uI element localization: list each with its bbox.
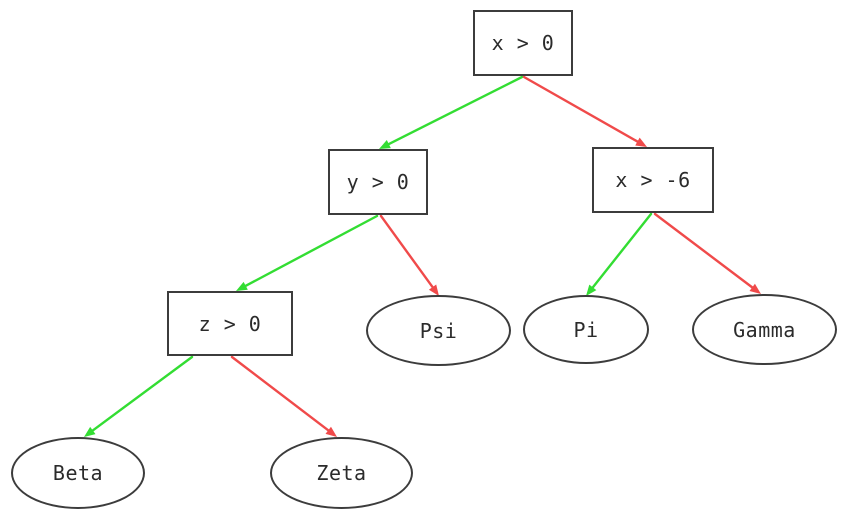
tree-node-label: Gamma — [733, 317, 796, 342]
edge-arrowhead — [749, 283, 761, 294]
tree-node-label: Beta — [52, 461, 104, 485]
edge-line — [387, 75, 524, 146]
edge-line — [653, 212, 754, 289]
tree-node-label: Pi — [573, 317, 599, 342]
edge-line — [522, 75, 639, 143]
tree-node-label: x > -6 — [615, 168, 691, 192]
tree-node-xm6[interactable]: x > -6 — [592, 147, 714, 213]
edge-line — [230, 355, 330, 432]
edge-arrowhead — [635, 137, 647, 147]
edge-arrowhead — [325, 426, 337, 437]
tree-edge-z0-to-beta — [84, 355, 194, 437]
edge-line — [379, 214, 434, 289]
tree-edge-root-to-xm6 — [522, 75, 647, 147]
edge-line — [244, 214, 379, 288]
tree-node-root[interactable]: x > 0 — [473, 10, 573, 76]
tree-node-zeta[interactable]: Zeta — [270, 437, 413, 509]
edge-arrowhead — [236, 281, 248, 291]
edge-line — [91, 355, 194, 432]
tree-edge-root-to-y0 — [379, 75, 524, 149]
tree-node-z0[interactable]: z > 0 — [167, 291, 293, 356]
tree-node-psi[interactable]: Psi — [366, 295, 511, 366]
tree-node-pi[interactable]: Pi — [523, 295, 649, 364]
tree-edge-z0-to-zeta — [230, 355, 337, 437]
tree-node-label: Psi — [419, 318, 458, 343]
edge-line — [591, 212, 653, 289]
edge-arrowhead — [84, 426, 96, 437]
tree-node-label: y > 0 — [346, 170, 410, 194]
tree-edge-xm6-to-gamma — [653, 212, 761, 294]
tree-node-label: x > 0 — [491, 31, 555, 55]
tree-edge-y0-to-psi — [379, 214, 439, 296]
tree-node-label: Zeta — [316, 461, 367, 485]
edge-arrowhead — [379, 140, 391, 149]
tree-node-label: z > 0 — [198, 311, 262, 336]
tree-edge-y0-to-z0 — [236, 214, 379, 291]
tree-edge-xm6-to-pi — [586, 212, 653, 296]
tree-node-y0[interactable]: y > 0 — [328, 149, 428, 215]
tree-node-gamma[interactable]: Gamma — [692, 294, 837, 365]
tree-node-beta[interactable]: Beta — [11, 437, 145, 509]
